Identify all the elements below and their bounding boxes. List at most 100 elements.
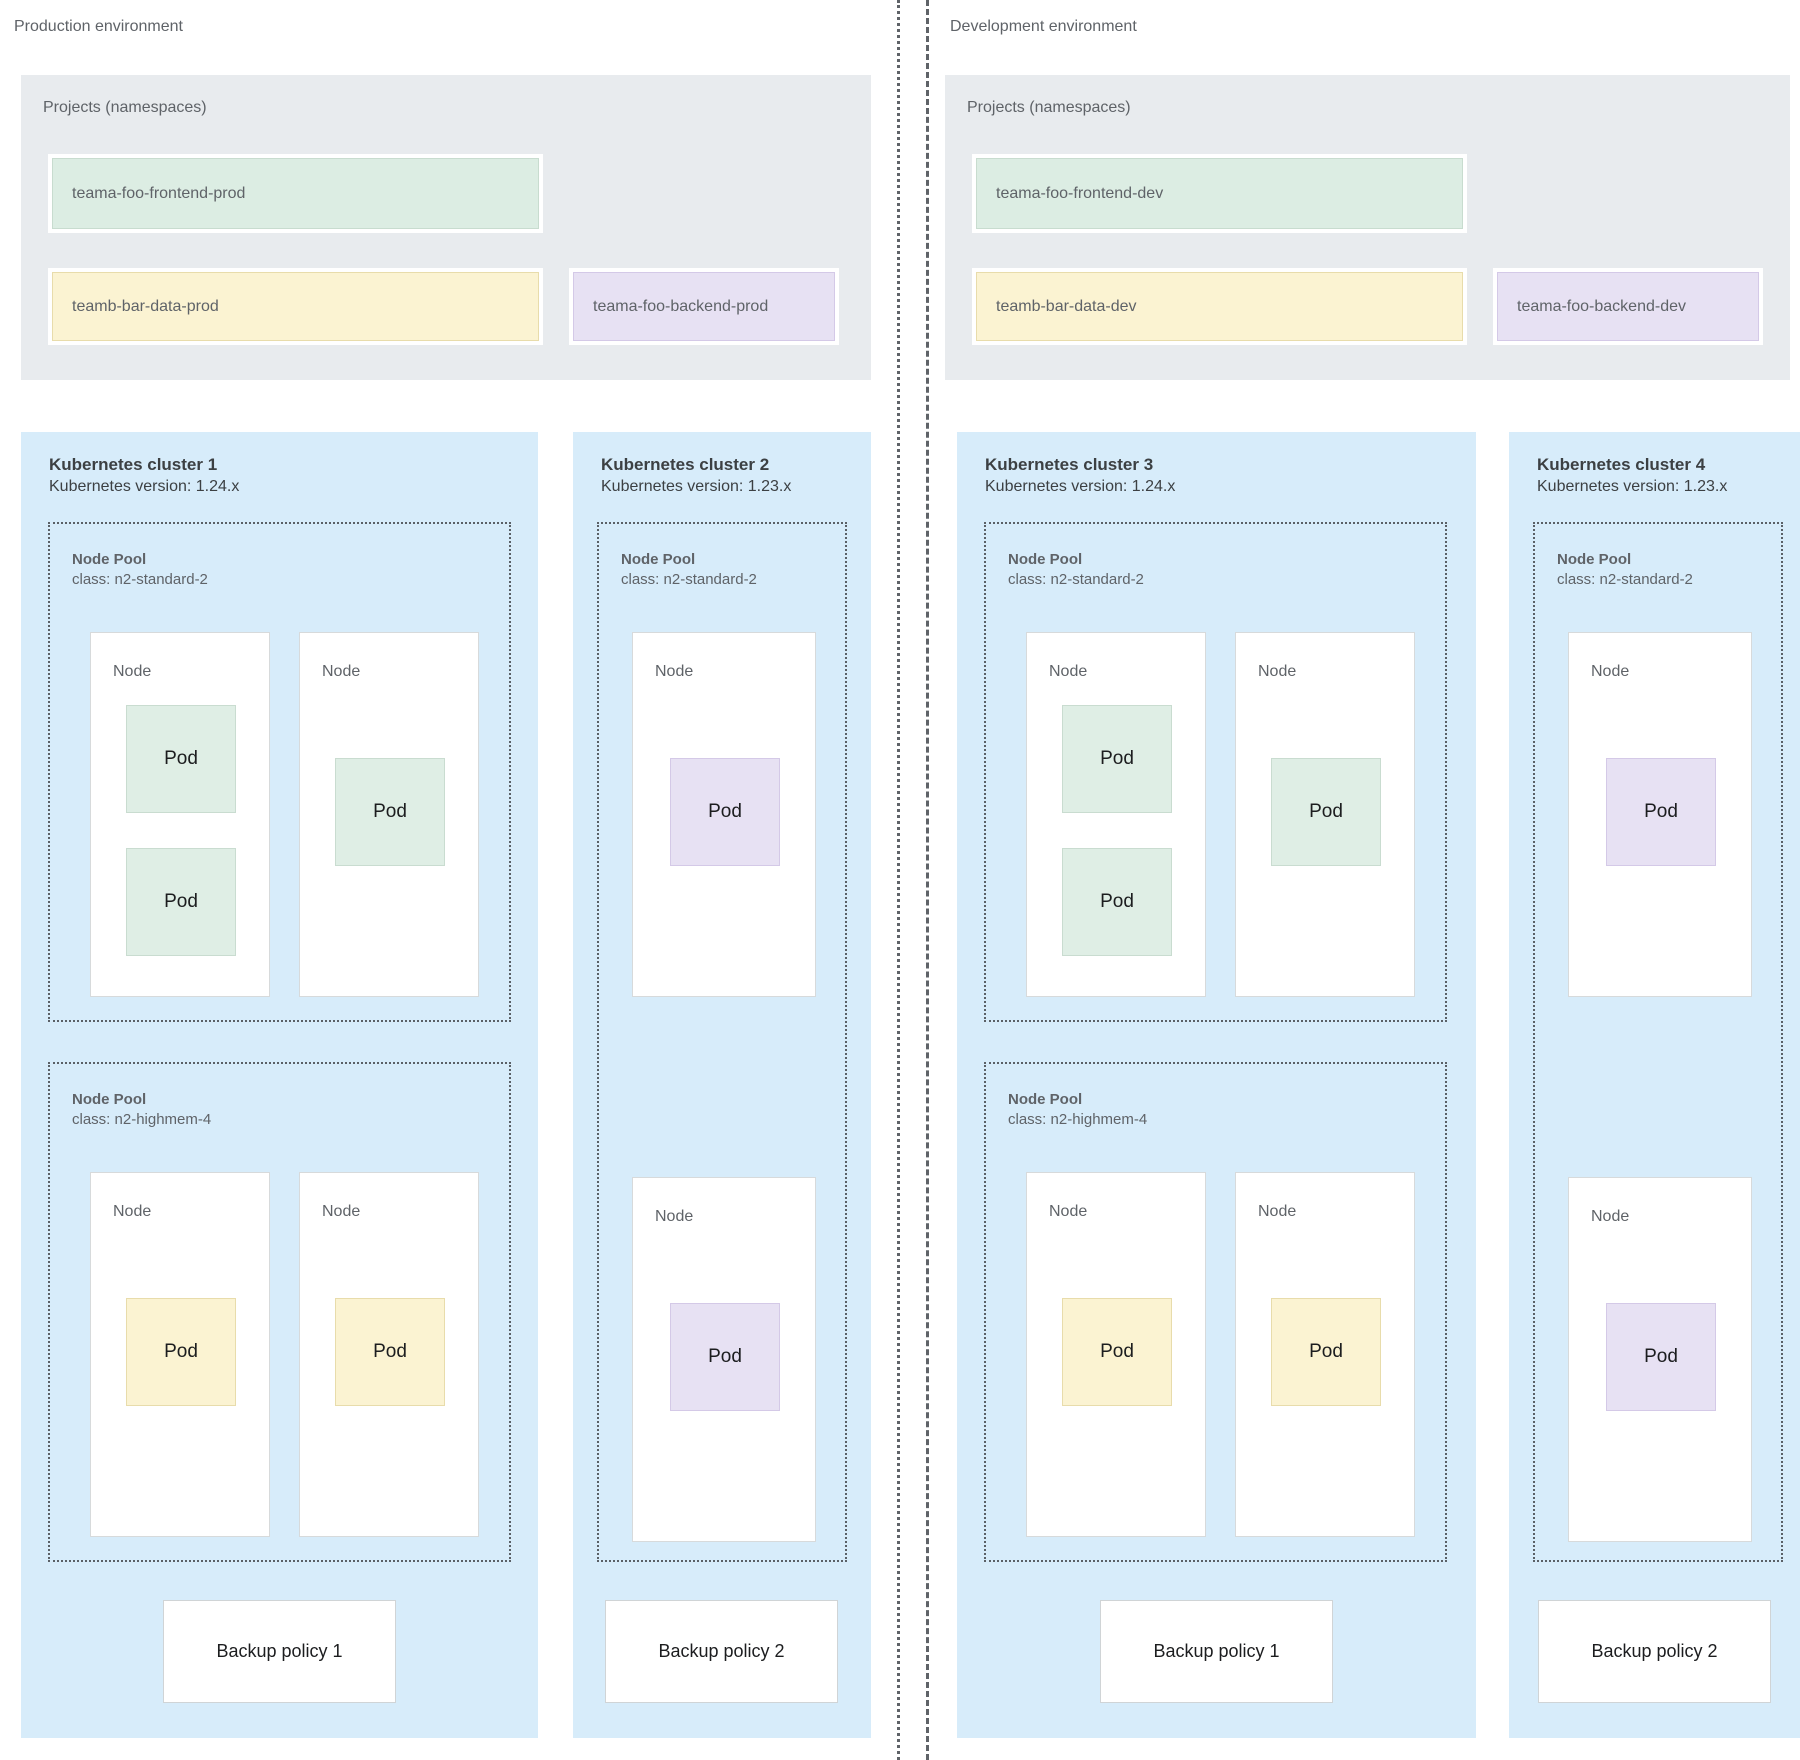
node-pool-class: class: n2-highmem-4 (1008, 1111, 1148, 1128)
pod-label: Pod (164, 891, 198, 912)
node-box: Node Pod (299, 632, 479, 997)
node-pool-standard-box: Node Pool class: n2-standard-2 Node Pod … (1533, 522, 1783, 1562)
node-pool-title: Node Pool (1008, 551, 1083, 568)
pod-box: Pod (1606, 1303, 1716, 1411)
production-environment: Production environment Projects (namespa… (0, 0, 897, 1760)
node-pool-class: class: n2-standard-2 (1008, 571, 1144, 588)
pod-label: Pod (708, 1346, 742, 1367)
backup-policy-box: Backup policy 2 (605, 1600, 838, 1703)
node-label: Node (655, 1208, 694, 1225)
cluster-title: Kubernetes cluster 2 (601, 455, 770, 474)
cluster-version: Kubernetes version: 1.24.x (49, 478, 240, 495)
node-box: Node Pod (299, 1172, 479, 1537)
namespace-label: teama-foo-backend-dev (1517, 297, 1686, 315)
cluster-version: Kubernetes version: 1.23.x (601, 478, 792, 495)
projects-namespaces-box: Projects (namespaces) teama-foo-frontend… (21, 75, 871, 380)
node-box: Node Pod (1568, 632, 1752, 997)
node-box: Node Pod (1235, 1172, 1415, 1537)
node-label: Node (1258, 1203, 1297, 1220)
node-label: Node (322, 663, 361, 680)
node-pool-class: class: n2-standard-2 (72, 571, 208, 588)
backup-policy-box: Backup policy 2 (1538, 1600, 1771, 1703)
node-pool-highmem-box: Node Pool class: n2-highmem-4 Node Pod N… (48, 1062, 511, 1562)
node-pool-standard-box: Node Pool class: n2-standard-2 Node Pod … (597, 522, 847, 1562)
environment-divider-dotted-line (897, 0, 900, 1760)
pod-box: Pod (126, 848, 236, 956)
pod-box: Pod (670, 1303, 780, 1411)
node-label: Node (655, 663, 694, 680)
node-pool-class: class: n2-standard-2 (621, 571, 757, 588)
environment-label: Production environment (14, 18, 183, 35)
projects-namespaces-box: Projects (namespaces) teama-foo-frontend… (945, 75, 1790, 380)
node-pool-standard-box: Node Pool class: n2-standard-2 Node Pod … (48, 522, 511, 1022)
cluster-header: Kubernetes cluster 2 Kubernetes version:… (601, 454, 791, 498)
node-pool-header: Node Pool class: n2-standard-2 (72, 550, 208, 590)
node-label: Node (1049, 663, 1088, 680)
node-label: Node (1591, 1208, 1630, 1225)
pod-label: Pod (164, 748, 198, 769)
namespace-box-frontend: teama-foo-frontend-prod (48, 154, 543, 233)
pod-box: Pod (1062, 848, 1172, 956)
node-pool-class: class: n2-highmem-4 (72, 1111, 212, 1128)
pod-label: Pod (164, 1341, 198, 1362)
node-box: Node Pod (1568, 1177, 1752, 1542)
cluster-header: Kubernetes cluster 3 Kubernetes version:… (985, 454, 1175, 498)
node-pool-header: Node Pool class: n2-standard-2 (1557, 550, 1693, 590)
environment-label: Development environment (950, 18, 1137, 35)
pod-box: Pod (1606, 758, 1716, 866)
namespace-box-data: teamb-bar-data-prod (48, 268, 543, 345)
node-pool-title: Node Pool (72, 1091, 147, 1108)
node-pool-title: Node Pool (1557, 551, 1632, 568)
pod-box: Pod (1271, 758, 1381, 866)
node-box: Node Pod (632, 632, 816, 997)
node-box: Node Pod Pod (1026, 632, 1206, 997)
namespace-label: teama-foo-frontend-prod (72, 184, 246, 202)
projects-namespaces-label: Projects (namespaces) (967, 99, 1131, 116)
node-pool-title: Node Pool (1008, 1091, 1083, 1108)
pod-label: Pod (1644, 801, 1678, 822)
namespace-box-data: teamb-bar-data-dev (972, 268, 1467, 345)
pod-box: Pod (670, 758, 780, 866)
backup-policy-box: Backup policy 1 (163, 1600, 396, 1703)
cluster-box-1: Kubernetes cluster 1 Kubernetes version:… (21, 432, 538, 1738)
namespace-box-backend: teama-foo-backend-prod (569, 268, 839, 345)
backup-policy-box: Backup policy 1 (1100, 1600, 1333, 1703)
pod-label: Pod (1100, 891, 1134, 912)
pod-label: Pod (1309, 1341, 1343, 1362)
namespace-label: teama-foo-frontend-dev (996, 184, 1164, 202)
cluster-box-2: Kubernetes cluster 2 Kubernetes version:… (573, 432, 871, 1738)
node-label: Node (1258, 663, 1297, 680)
pod-label: Pod (373, 1341, 407, 1362)
cluster-title: Kubernetes cluster 1 (49, 455, 218, 474)
node-box: Node Pod (90, 1172, 270, 1537)
pod-box: Pod (335, 1298, 445, 1406)
cluster-header: Kubernetes cluster 1 Kubernetes version:… (49, 454, 239, 498)
node-pool-highmem-box: Node Pool class: n2-highmem-4 Node Pod N… (984, 1062, 1447, 1562)
pod-box: Pod (1062, 1298, 1172, 1406)
pod-box: Pod (1062, 705, 1172, 813)
projects-namespaces-label: Projects (namespaces) (43, 99, 207, 116)
namespace-box-frontend: teama-foo-frontend-dev (972, 154, 1467, 233)
pod-label: Pod (1100, 748, 1134, 769)
pod-box: Pod (335, 758, 445, 866)
cluster-version: Kubernetes version: 1.23.x (1537, 478, 1728, 495)
node-pool-class: class: n2-standard-2 (1557, 571, 1693, 588)
cluster-header: Kubernetes cluster 4 Kubernetes version:… (1537, 454, 1727, 498)
pod-box: Pod (126, 705, 236, 813)
node-pool-header: Node Pool class: n2-highmem-4 (1008, 1090, 1147, 1130)
cluster-box-3: Kubernetes cluster 3 Kubernetes version:… (957, 432, 1476, 1738)
node-pool-header: Node Pool class: n2-standard-2 (621, 550, 757, 590)
namespace-label: teamb-bar-data-dev (996, 297, 1137, 315)
node-pool-standard-box: Node Pool class: n2-standard-2 Node Pod … (984, 522, 1447, 1022)
namespace-label: teamb-bar-data-prod (72, 297, 219, 315)
node-pool-title: Node Pool (72, 551, 147, 568)
environment-divider-dashed-line (926, 0, 929, 1760)
node-box: Node Pod (1235, 632, 1415, 997)
development-environment: Development environment Projects (namesp… (936, 0, 1800, 1760)
node-pool-title: Node Pool (621, 551, 696, 568)
node-pool-header: Node Pool class: n2-highmem-4 (72, 1090, 211, 1130)
node-box: Node Pod (1026, 1172, 1206, 1537)
pod-label: Pod (373, 801, 407, 822)
node-label: Node (1591, 663, 1630, 680)
